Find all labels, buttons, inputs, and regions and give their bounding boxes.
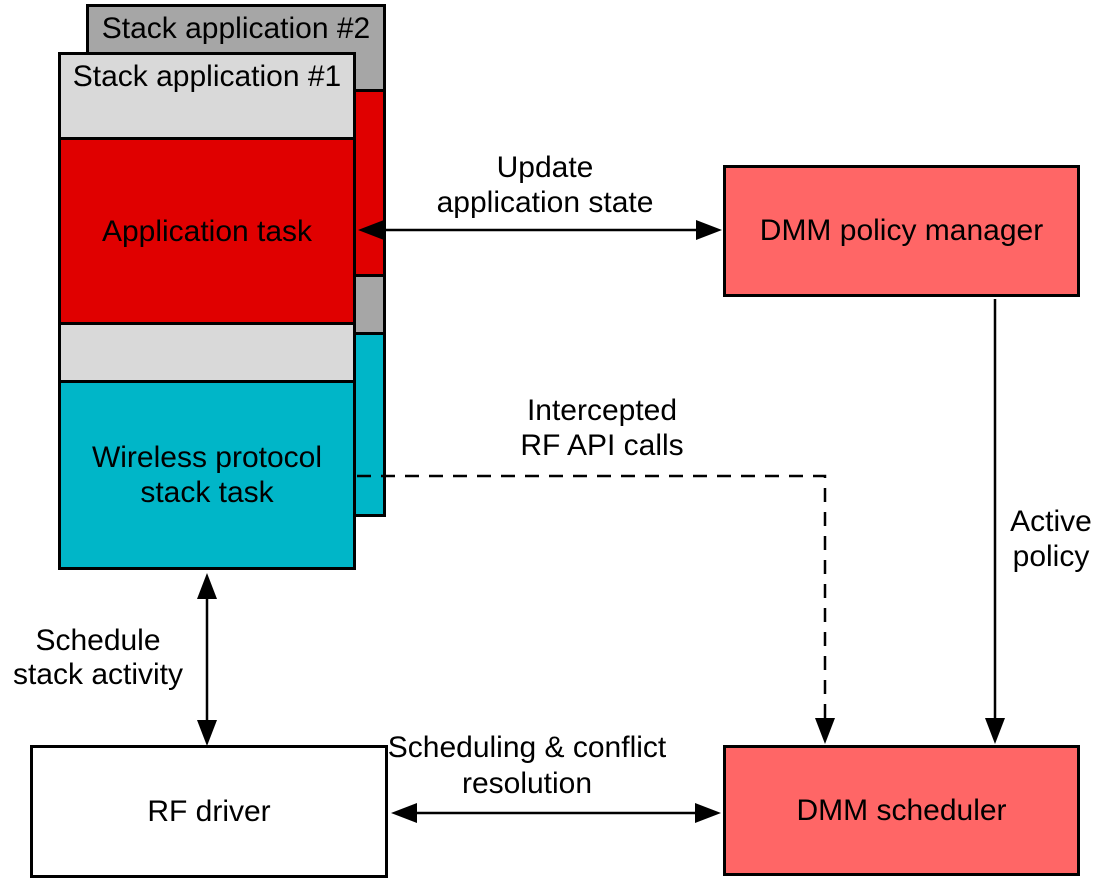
- active-policy-label: Active policy: [1010, 505, 1092, 573]
- rf-driver-label: RF driver: [147, 794, 271, 828]
- scheduling-conflict-resolution-label: Scheduling & conflict resolution: [387, 731, 667, 800]
- wireless-stack-task-label-line2: stack task: [140, 476, 274, 509]
- intercepted-rf-api-calls-arrow: [357, 474, 835, 744]
- stack-application-1-box: Stack application #1 Application task Wi…: [58, 52, 356, 570]
- stack-application-2-label: Stack application #2: [101, 12, 371, 45]
- schedule-stack-activity-label: Schedule stack activity: [12, 624, 184, 691]
- scheduling-conflict-resolution-arrow: [391, 803, 721, 823]
- wireless-stack-task-label-line1: Wireless protocol: [91, 441, 323, 474]
- wireless-protocol-stack-task-box: Wireless protocol stack task: [58, 380, 356, 570]
- update-application-state-arrow: [358, 220, 722, 240]
- dmm-scheduler-box: DMM scheduler: [723, 745, 1080, 876]
- dmm-policy-manager-label: DMM policy manager: [759, 214, 1044, 247]
- application-task-box: Application task: [58, 137, 356, 325]
- intercepted-rf-api-calls-label: Intercepted RF API calls: [520, 394, 684, 462]
- stack-application-1-label: Stack application #1: [72, 60, 342, 93]
- rf-driver-box: RF driver: [30, 745, 388, 878]
- dmm-scheduler-label: DMM scheduler: [796, 793, 1007, 827]
- update-application-state-label: Update application state: [436, 151, 654, 219]
- schedule-stack-activity-arrow: [197, 573, 217, 746]
- application-task-label: Application task: [101, 214, 313, 248]
- dmm-policy-manager-box: DMM policy manager: [723, 165, 1080, 297]
